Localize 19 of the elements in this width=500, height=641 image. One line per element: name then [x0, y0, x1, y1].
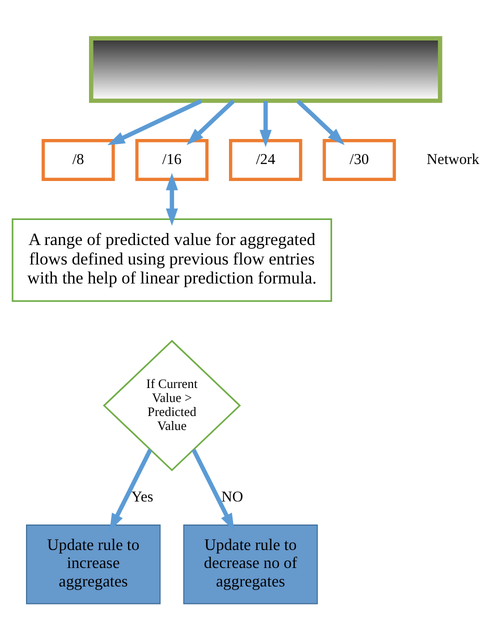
edge-label: Yes — [131, 489, 154, 506]
node-box — [89, 36, 442, 102]
arrow — [192, 448, 234, 530]
node-box: Update rule to increase aggregates — [26, 524, 161, 604]
arrow — [110, 448, 152, 530]
node-box: /8 — [42, 138, 115, 180]
node-box: Update rule to decrease no of aggregates — [183, 524, 318, 604]
arrow — [186, 98, 235, 145]
arrow — [166, 172, 178, 226]
node-box: /16 — [135, 138, 209, 180]
arrow — [296, 98, 345, 145]
arrow — [107, 98, 202, 145]
node-box: /30 — [322, 138, 396, 180]
node-box: A range of predicted value for aggregated flows defined using previous flow entries with the help of linear prediction formula. — [12, 218, 332, 302]
node-diamond: If Current Value > Predicted Value — [102, 339, 241, 471]
edge-label: NO — [221, 489, 244, 506]
arrow — [260, 100, 272, 147]
label: Network — [426, 151, 480, 168]
node-box: /24 — [229, 138, 302, 180]
